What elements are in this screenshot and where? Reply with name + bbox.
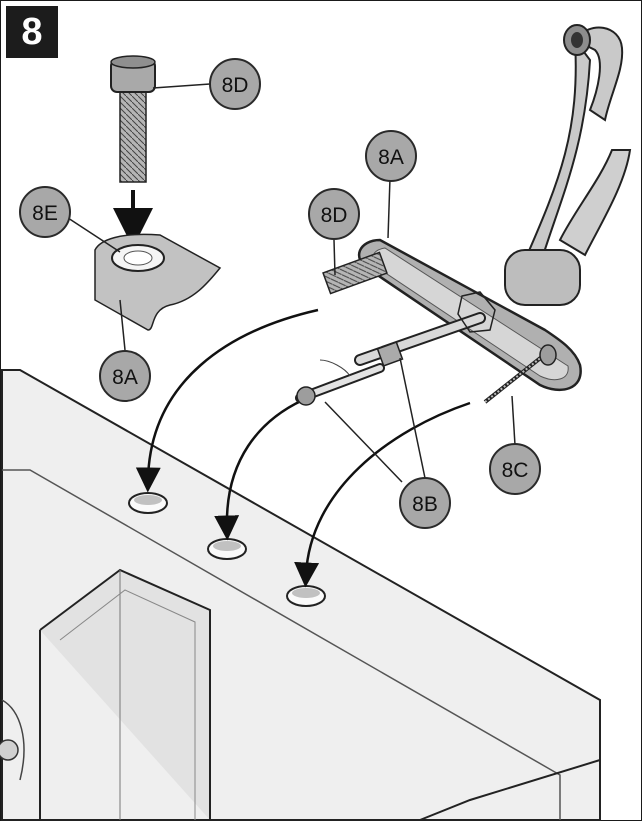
step-number-badge: 8: [6, 6, 58, 58]
supply-line-8b-tip: [296, 386, 316, 406]
inset-bolt-assembly: [94, 55, 222, 331]
mounting-holes: [128, 492, 326, 607]
callout-label-8b: 8B: [412, 493, 438, 516]
callout-8c: 8C: [489, 443, 541, 495]
callout-8a-inset: 8A: [99, 350, 151, 402]
callout-8d-main: 8D: [308, 188, 360, 240]
bolt-8d-inset: [119, 89, 147, 183]
faucet-body: [504, 249, 581, 306]
faucet-assembly: [295, 24, 632, 406]
callout-label-8a-main: 8A: [378, 146, 404, 169]
callout-8d-top: 8D: [209, 58, 261, 110]
callout-label-8d-top: 8D: [222, 74, 249, 97]
callout-label-8d-main: 8D: [321, 204, 348, 227]
leader-lines: [64, 83, 516, 483]
callout-label-8a-inset: 8A: [112, 366, 138, 389]
guide-arrows: [135, 308, 471, 588]
handle-lever: [558, 149, 632, 257]
arrow-to-left-hole: [135, 308, 319, 493]
arrow-to-center-hole: [214, 398, 304, 541]
callout-label-8c: 8C: [502, 459, 529, 482]
arrow-to-right-hole: [294, 401, 471, 588]
locknut: [457, 291, 496, 333]
callout-8a-main: 8A: [365, 130, 417, 182]
callout-8b: 8B: [399, 477, 451, 529]
callout-8e: 8E: [19, 186, 71, 238]
supply-line-8b-fitting: [376, 341, 404, 367]
callout-label-8e: 8E: [32, 202, 58, 225]
bolt-8d-main: [322, 251, 388, 295]
